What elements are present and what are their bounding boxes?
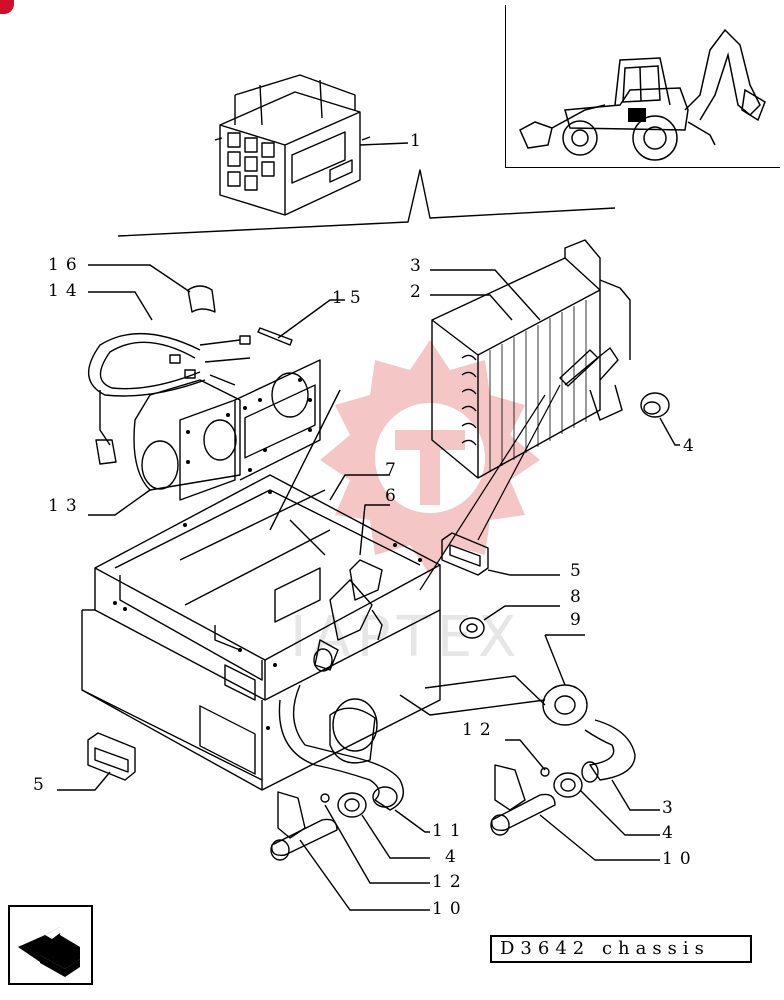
- callout-5-left: 5: [33, 775, 51, 795]
- page-nav-button[interactable]: [8, 905, 93, 985]
- blower-assembly: [133, 359, 321, 501]
- hose-11: [278, 684, 404, 811]
- callout-10-left: 10: [432, 899, 468, 919]
- gear-logo-icon: [320, 340, 540, 575]
- callout-13: 13: [48, 496, 84, 516]
- callout-10-right: 10: [662, 849, 698, 869]
- callout-4-top: 4: [683, 436, 701, 456]
- heater-core: [431, 239, 631, 479]
- vent-5-bottom: [87, 732, 136, 781]
- callout-2: 2: [410, 282, 428, 302]
- callout-5-right: 5: [570, 561, 588, 581]
- corner-mark: [0, 0, 14, 14]
- callout-7: 7: [385, 460, 403, 480]
- callout-11: 11: [432, 821, 468, 841]
- callout-4-bottom: 4: [445, 847, 463, 867]
- diagram-code: D3642 chassis: [490, 935, 752, 963]
- callout-16: 16: [48, 255, 84, 275]
- backhoe-loader-icon: [519, 28, 766, 161]
- callout-1: 1: [410, 131, 428, 151]
- callout-12-right: 12: [462, 720, 498, 740]
- callout-9: 9: [570, 610, 588, 630]
- watermark-text: IAPTEX: [290, 605, 523, 670]
- callout-3-bottom: 3: [662, 798, 680, 818]
- machine-inset: [505, 5, 780, 168]
- callout-3-top: 3: [410, 256, 428, 276]
- page-turn-arrow-icon: [18, 927, 80, 977]
- callout-4-right: 4: [662, 823, 680, 843]
- callout-14: 14: [48, 281, 84, 301]
- callout-15: 15: [332, 288, 368, 308]
- callout-8: 8: [570, 587, 588, 607]
- vent-5-top: [441, 532, 489, 576]
- heater-unit-assembled: [214, 74, 371, 216]
- callout-12-left: 12: [432, 872, 468, 892]
- hose-3: [581, 719, 636, 783]
- heater-housing: [81, 474, 441, 791]
- water-valve: [313, 559, 383, 672]
- callout-6: 6: [385, 486, 403, 506]
